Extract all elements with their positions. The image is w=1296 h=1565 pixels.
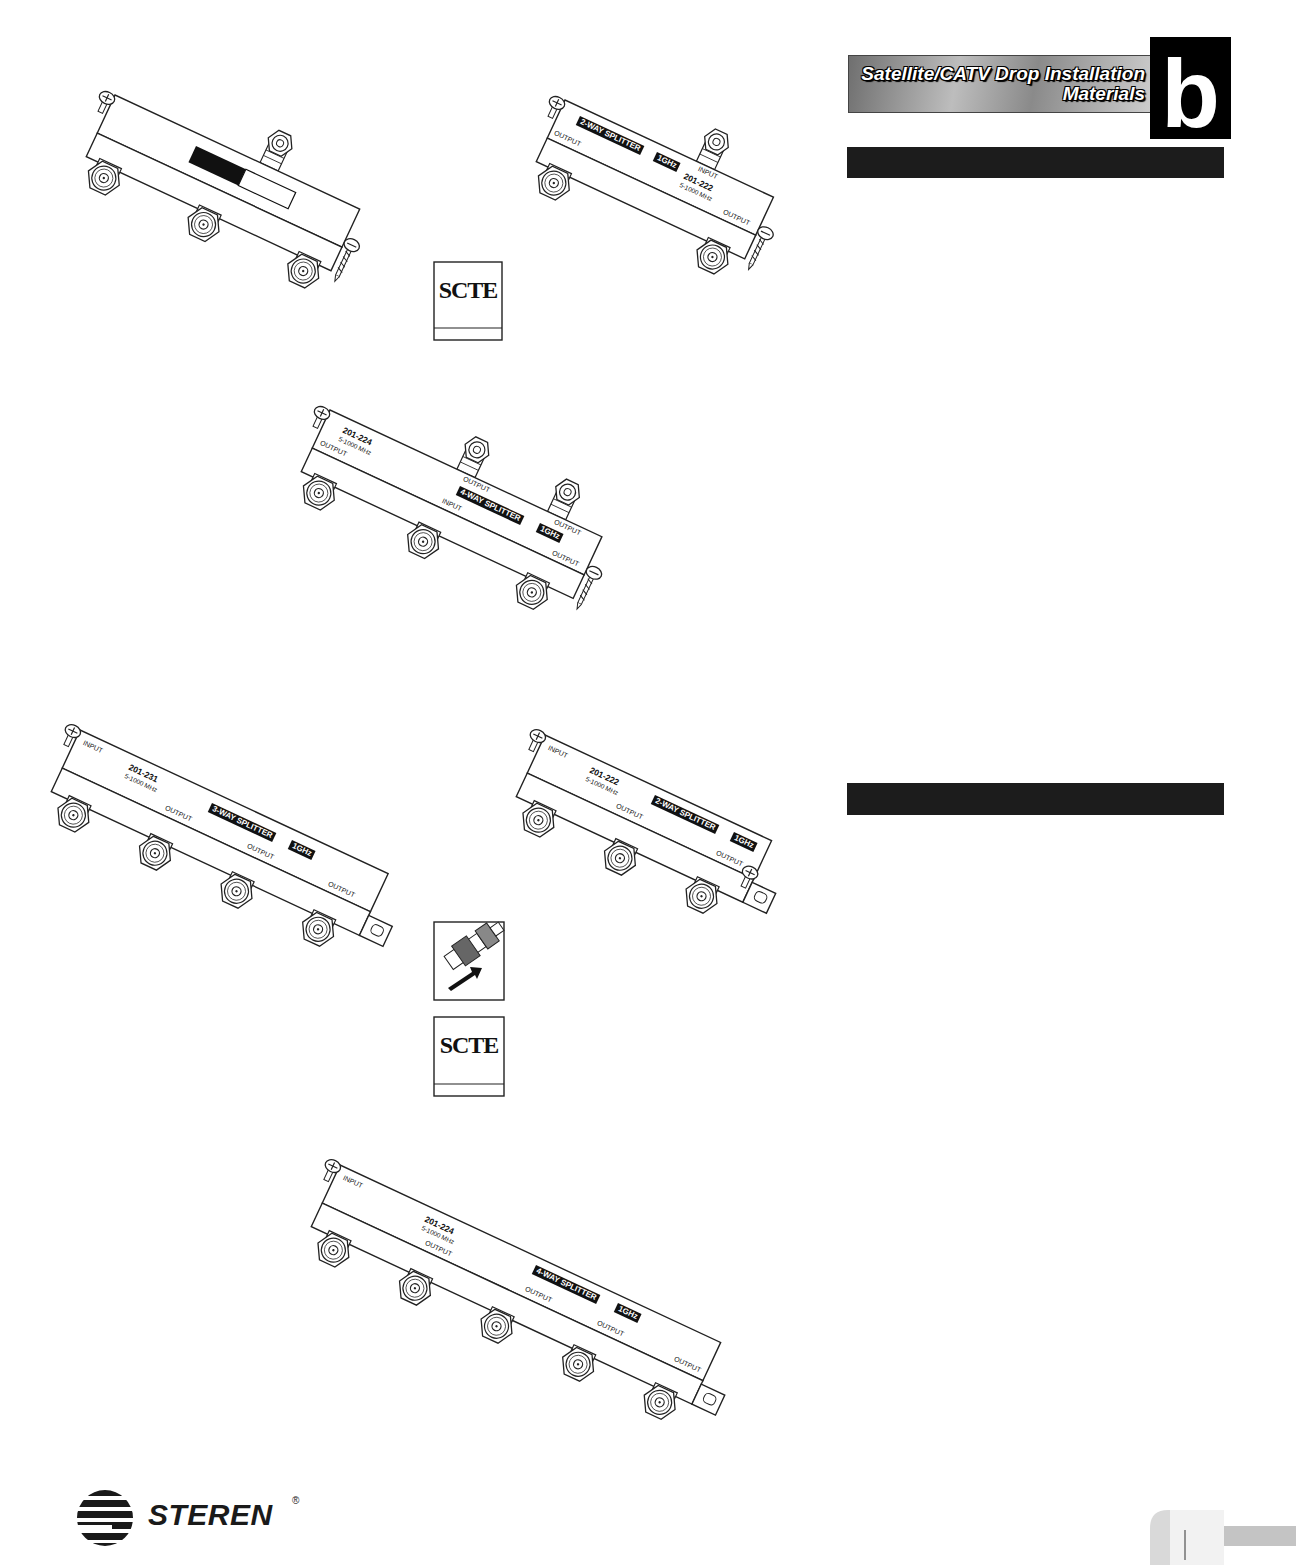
splitter-blank (62, 55, 390, 301)
section-banner: Satellite/CATV Drop Installation Materia… (848, 55, 1158, 113)
scte-logo-text: SCTE (439, 278, 498, 302)
splitter-3way (27, 722, 412, 970)
page-number-tab (1150, 1510, 1296, 1565)
splitter-2way (512, 60, 803, 290)
connector-icon (434, 916, 508, 1000)
heading-text: Satellite/CATV Drop Installation Materia… (857, 64, 1145, 104)
splitter-2way (492, 727, 796, 937)
section-bar (847, 783, 1224, 815)
scte-logo-text: SCTE (440, 1033, 499, 1057)
steren-logo-icon (70, 1490, 140, 1549)
scte-logo-frame (434, 262, 504, 1096)
section-letter-box: b (1150, 37, 1231, 139)
brand-logo: STEREN (148, 1500, 273, 1530)
splitter-4way (277, 370, 632, 629)
registered-mark: ® (292, 1496, 299, 1506)
heading-text: b (1161, 48, 1220, 139)
section-bar (847, 147, 1224, 178)
splitter-4way (287, 1157, 745, 1439)
